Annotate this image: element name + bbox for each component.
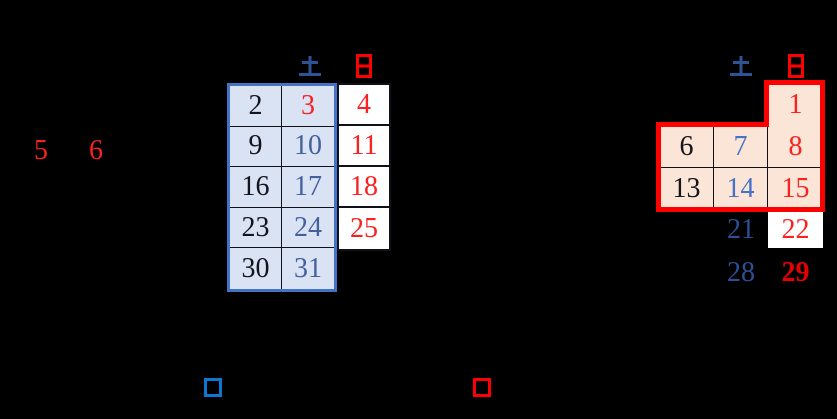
orphan-date-5: 5 [34, 135, 48, 166]
red-border-segment [820, 80, 825, 212]
date-cell: 17 [282, 167, 334, 208]
date-cell: 18 [339, 167, 389, 208]
saturday-kanji-icon [728, 53, 754, 79]
date-cell: 2 [230, 86, 282, 127]
date-cell: 21 [727, 214, 755, 245]
date-cell-holiday: 29 [781, 257, 810, 288]
right-saturday-header [714, 52, 768, 80]
date-cell: 8 [768, 126, 823, 168]
date-cell-white: 22 [768, 212, 823, 248]
date-cell: 14 [714, 168, 768, 210]
date-cell: 16 [230, 167, 282, 208]
red-border-segment [656, 122, 768, 127]
date-cell: 28 [727, 257, 755, 288]
left-calendar-highlight-block: 2 3 9 10 16 17 23 24 30 31 [227, 83, 337, 292]
date-cell: 11 [339, 126, 389, 167]
date-cell: 3 [282, 86, 334, 127]
date-cell: 15 [781, 173, 810, 204]
date-cell: 31 [294, 252, 322, 284]
sunday-kanji-icon [351, 53, 377, 79]
date-cell-first-sunday: 1 [768, 84, 823, 126]
date-cell: 10 [282, 127, 334, 168]
date-cell: 4 [339, 85, 389, 126]
orphan-date-6: 6 [89, 135, 103, 166]
date-cell: 6 [660, 126, 714, 168]
date-cell: 25 [350, 212, 378, 244]
sunday-kanji-icon [783, 53, 809, 79]
red-border-segment [764, 80, 825, 85]
red-border-segment [656, 122, 661, 212]
red-border-segment [764, 80, 769, 127]
saturday-kanji-icon [297, 53, 323, 79]
date-cell: 13 [660, 168, 714, 210]
date-cell: 7 [714, 126, 768, 168]
date-cell: 9 [230, 126, 282, 168]
date-cell: 30 [230, 248, 282, 289]
red-border-segment [656, 207, 825, 212]
right-calendar-highlight-block: 6 7 8 13 14 15 [660, 126, 823, 210]
right-sunday-header [768, 52, 823, 80]
blue-outline-legend-box [204, 378, 222, 397]
date-cell: 24 [282, 208, 334, 249]
left-sunday-header [337, 52, 391, 80]
left-calendar-sunday-column: 4 11 18 25 [337, 83, 391, 251]
date-cell: 23 [230, 207, 282, 249]
left-saturday-header [282, 52, 337, 80]
red-outline-legend-box [473, 378, 491, 397]
